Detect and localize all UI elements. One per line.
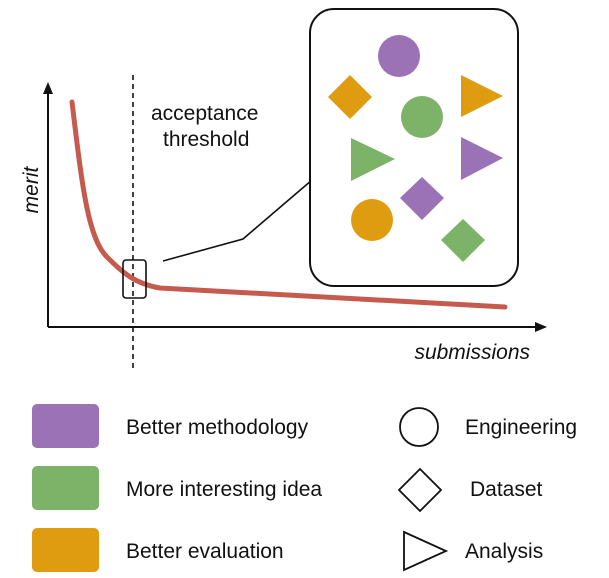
- connector-line: [162, 179, 313, 262]
- legend-label-dataset: Dataset: [470, 478, 543, 501]
- threshold-label-line1: acceptance: [151, 102, 258, 125]
- y-axis-label: merit: [20, 166, 43, 214]
- legend-label-more-interesting-idea: More interesting idea: [126, 478, 322, 501]
- legend-label-analysis: Analysis: [465, 540, 543, 563]
- legend-triangle-icon: [403, 530, 449, 572]
- legend-swatch-orange: [32, 528, 99, 572]
- green-circle-icon: [401, 96, 443, 138]
- legend-label-better-evaluation: Better evaluation: [126, 540, 284, 563]
- threshold-highlight-box: [122, 259, 147, 299]
- legend-diamond-icon: [397, 467, 443, 513]
- purple-diamond-icon: [400, 177, 444, 220]
- legend-swatch-green: [32, 466, 99, 510]
- legend-swatch-purple: [32, 404, 99, 448]
- purple-circle-icon: [378, 35, 420, 77]
- merit-curve: [69, 99, 508, 310]
- threshold-label-line2: threshold: [163, 128, 249, 151]
- orange-circle-icon: [351, 199, 393, 241]
- x-axis-label: submissions: [414, 341, 530, 364]
- legend-label-engineering: Engineering: [465, 416, 577, 439]
- orange-diamond-icon: [328, 75, 372, 119]
- orange-triangle-icon: [461, 75, 503, 117]
- legend-circle-icon: [399, 407, 439, 447]
- green-triangle-icon: [351, 138, 395, 181]
- legend-label-better-methodology: Better methodology: [126, 416, 309, 439]
- green-diamond-icon: [441, 219, 485, 262]
- purple-triangle-icon: [461, 137, 503, 180]
